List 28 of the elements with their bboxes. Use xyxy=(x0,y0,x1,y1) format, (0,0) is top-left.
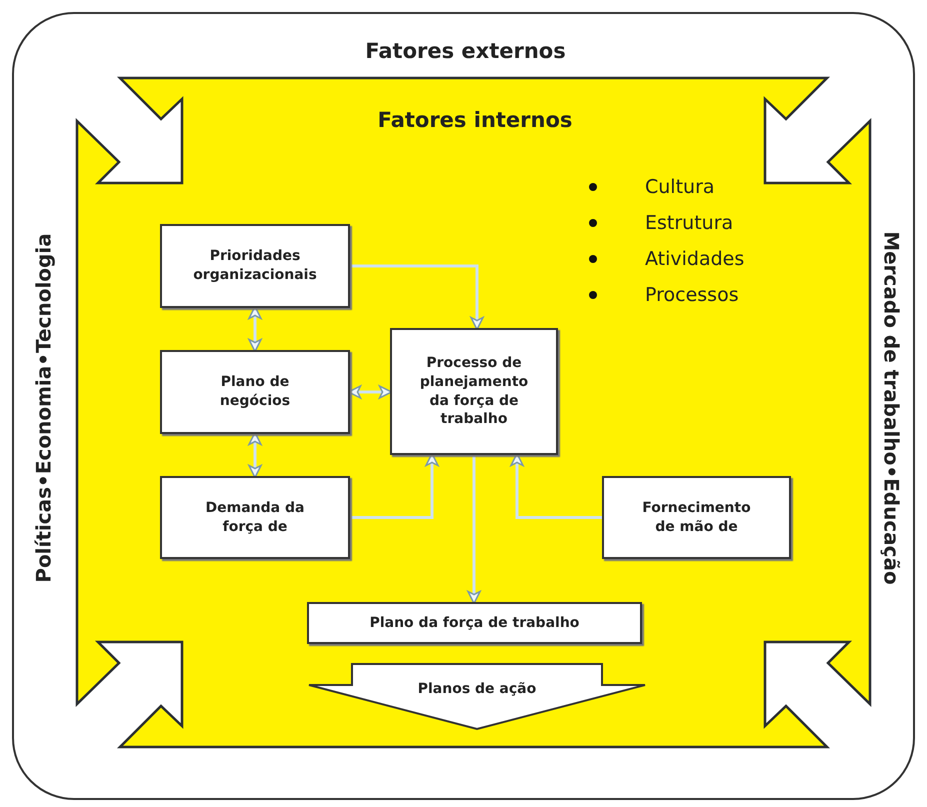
box-label: Demanda da força de xyxy=(204,498,306,536)
external-factors-frame xyxy=(12,12,915,800)
list-item: Cultura xyxy=(645,175,715,199)
box-label: Prioridades organizacionais xyxy=(192,247,318,285)
side-label: Políticas•Economia•Tecnologia xyxy=(30,233,56,583)
process-box xyxy=(390,328,558,455)
box-label: Fornecimento de mão de xyxy=(641,498,752,536)
arrow xyxy=(467,455,481,604)
arrow xyxy=(248,432,262,478)
frame-heading: Fatores externos xyxy=(365,38,566,65)
process-box xyxy=(602,476,791,559)
arrow xyxy=(248,306,262,352)
shape-label: Planos de ação xyxy=(416,680,538,699)
process-box xyxy=(307,602,642,644)
process-box xyxy=(160,350,350,434)
side-label: Mercado de trabalho•Educação xyxy=(878,231,904,585)
arrow xyxy=(350,264,484,330)
arrow xyxy=(350,452,439,519)
process-box xyxy=(160,224,350,308)
list-item: Atividades xyxy=(645,247,744,271)
box-label: Plano da força de trabalho xyxy=(368,614,580,632)
box-label: Processo de planejamento da força de trabalho xyxy=(418,354,530,430)
process-box xyxy=(160,476,350,559)
list-item: Estrutura xyxy=(645,211,734,235)
box-label: Plano de negócios xyxy=(218,373,292,411)
arrow xyxy=(510,452,602,519)
list-item: Processos xyxy=(645,283,739,307)
zone-heading: Fatores internos xyxy=(376,107,574,134)
